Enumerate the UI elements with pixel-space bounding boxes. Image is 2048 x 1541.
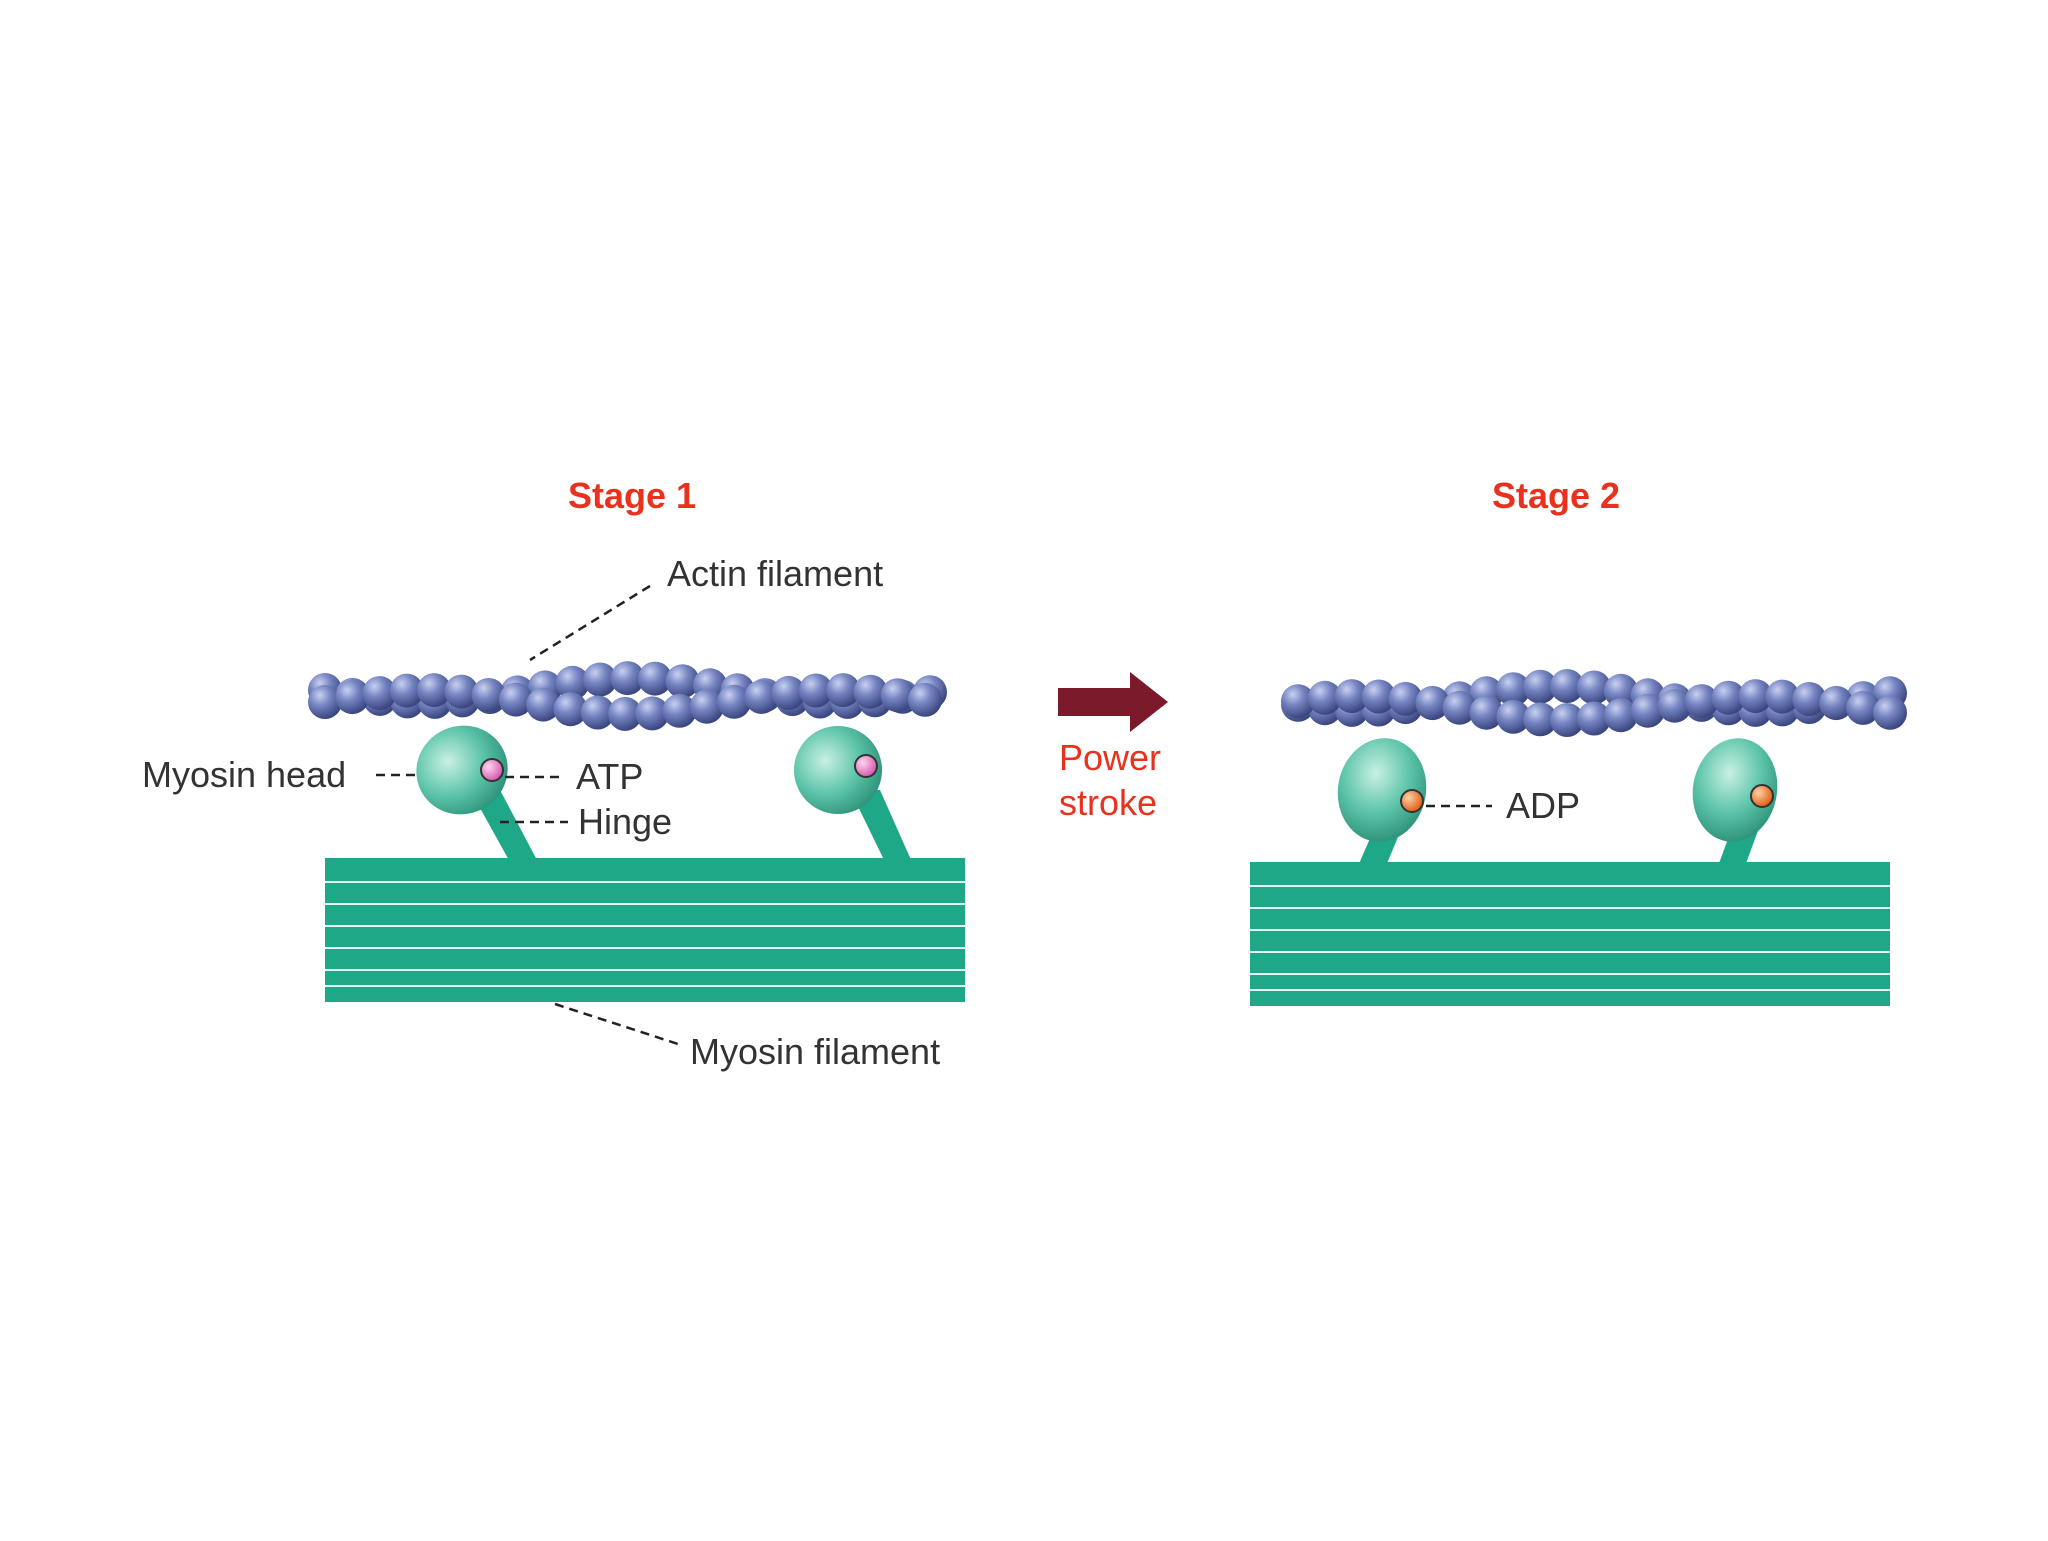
actin-bead (1819, 686, 1854, 721)
actin-bead (1792, 682, 1827, 716)
myosin-filament-label: Myosin filament (690, 1031, 940, 1072)
actin-bead (444, 674, 479, 709)
myosin-filament-stage-1 (325, 858, 965, 1002)
actin-bead (335, 680, 370, 715)
actin-bead (1388, 681, 1423, 716)
actin-bead (1550, 703, 1585, 737)
actin-bead (1334, 679, 1369, 714)
actin-bead (1523, 669, 1558, 704)
actin-bead (362, 676, 397, 711)
hinge-neck (850, 790, 912, 862)
actin-bead (1603, 673, 1638, 708)
right-arrow-icon (1058, 672, 1168, 732)
stage-2-title: Stage 2 (1492, 475, 1620, 516)
actin-filament-leader (529, 584, 651, 662)
myosin-head (794, 726, 882, 814)
power-stroke-arrow: Power stroke (1058, 672, 1168, 823)
actin-bead (553, 692, 588, 727)
actin-bead (1496, 699, 1531, 734)
actin-bead (471, 678, 506, 712)
actin-filament-label: Actin filament (667, 553, 883, 594)
myosin-crossbridge-4 (1692, 738, 1778, 866)
actin-bead (1630, 693, 1665, 728)
stage-1-title: Stage 1 (568, 475, 696, 516)
power-stroke-label-line1: Power (1059, 737, 1161, 778)
actin-bead (1469, 695, 1504, 730)
adp-molecule (1750, 784, 1774, 808)
actin-bead (1496, 672, 1531, 707)
actin-bead (583, 662, 617, 697)
myosin-crossbridge-1 (416, 725, 538, 862)
atp-molecule (854, 754, 878, 778)
myosin-head (416, 725, 508, 815)
actin-bead (1361, 679, 1396, 714)
power-stroke-label-line2: stroke (1059, 782, 1157, 823)
atp-label: ATP (576, 756, 643, 797)
actin-bead (744, 679, 779, 714)
actin-bead (689, 689, 724, 724)
actin-bead (1307, 680, 1342, 715)
myosin-crossbridge-3 (1337, 738, 1427, 866)
actin-bead (308, 685, 342, 719)
actin-bead (1846, 690, 1881, 725)
actin-bead (771, 675, 806, 710)
actin-bead (1523, 702, 1558, 737)
actin-bead (610, 661, 645, 696)
adp-molecule (1400, 789, 1424, 813)
actin-bead (853, 674, 888, 709)
actin-bead (717, 684, 752, 719)
actin-bead (608, 696, 642, 731)
actin-bead (1765, 679, 1800, 714)
actin-filament-stage-2 (1281, 669, 1907, 737)
myosin-filament-leader (554, 1002, 679, 1046)
actin-bead (1603, 698, 1638, 733)
actin-bead (908, 682, 942, 717)
myosin-head (1337, 738, 1427, 842)
actin-bead (580, 695, 615, 730)
actin-bead (1415, 685, 1450, 720)
myosin-crossbridge-2 (794, 726, 912, 862)
actin-bead (662, 693, 697, 728)
actin-bead (1281, 684, 1315, 719)
actin-bead (498, 682, 533, 717)
actin-bead (1657, 688, 1692, 723)
actin-bead (1738, 679, 1773, 714)
actin-bead (1711, 680, 1746, 715)
actin-bead (1550, 669, 1585, 703)
actin-bead (798, 673, 833, 708)
actin-bead (826, 673, 861, 708)
actin-bead (1873, 695, 1907, 730)
actin-bead (638, 661, 672, 696)
actin-bead (1442, 690, 1477, 725)
stage-2-panel: Stage 2 ADP (1250, 475, 1907, 1006)
actin-bead (555, 665, 590, 700)
actin-bead (1684, 684, 1719, 719)
actin-bead (526, 687, 561, 722)
actin-bead (635, 696, 670, 731)
actin-bead (1577, 701, 1611, 736)
myosin-filament-stage-2 (1250, 862, 1890, 1006)
myosin-head (1692, 738, 1778, 842)
actin-bead (1577, 670, 1611, 705)
adp-label: ADP (1506, 785, 1580, 826)
hinge-neck (470, 790, 538, 862)
myosin-head-label: Myosin head (142, 754, 346, 795)
actin-filament-stage-1 (308, 661, 947, 731)
hinge-label: Hinge (578, 801, 672, 842)
actin-bead (665, 664, 700, 699)
actin-bead (389, 673, 424, 708)
actin-bead (417, 673, 452, 708)
stage-1-panel: Stage 1 Actin filament Myosin head (142, 475, 965, 1072)
atp-molecule (480, 758, 504, 782)
actin-bead (880, 678, 915, 713)
